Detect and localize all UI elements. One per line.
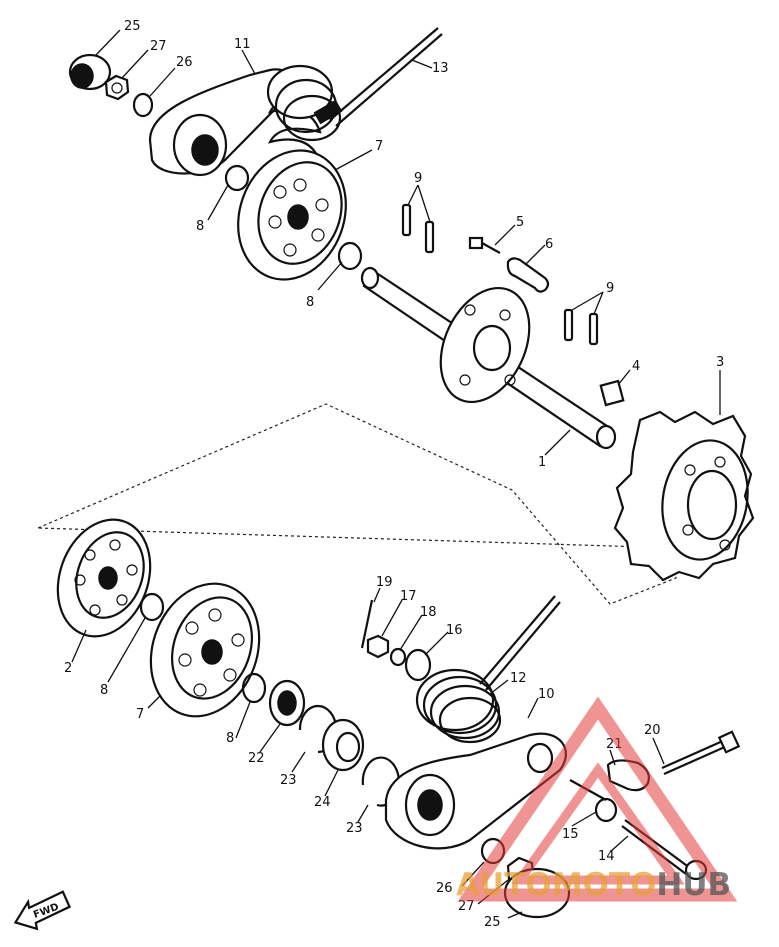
callout-19: 19 — [376, 575, 393, 590]
callout-25-top: 25 — [124, 19, 141, 34]
callout-16: 16 — [446, 623, 463, 638]
callout-20: 20 — [644, 723, 661, 738]
callout-25-bottom: 25 — [484, 915, 501, 930]
wheel-2 — [56, 518, 152, 638]
spring-coil-top — [266, 64, 343, 163]
watermark-text-auto: AUTO — [456, 867, 552, 903]
nut-27-top — [104, 74, 130, 101]
leader-lines — [71, 29, 721, 919]
drive-sprocket-3 — [613, 410, 755, 582]
tensioner-arm-11 — [148, 68, 295, 177]
cap-25-top — [68, 53, 112, 91]
automotohub-watermark: AUTOMOTOHUB — [456, 696, 738, 903]
callout-5: 5 — [516, 215, 524, 230]
callout-9-a: 9 — [414, 171, 422, 186]
callout-7-bottom: 7 — [136, 707, 144, 722]
callout-8-c: 8 — [100, 683, 108, 698]
collar-4 — [599, 379, 625, 407]
callout-22: 22 — [248, 751, 265, 766]
spring-12 — [415, 595, 561, 744]
idler-wheel-7-bottom — [149, 582, 261, 718]
callout-26-top: 26 — [176, 55, 193, 70]
rod-13 — [329, 27, 439, 121]
callout-17: 17 — [400, 589, 417, 604]
callout-27-bottom: 27 — [458, 899, 475, 914]
callout-8-b: 8 — [306, 295, 314, 310]
washer-8-c — [139, 592, 165, 622]
callout-13: 13 — [432, 61, 449, 76]
callout-27-top: 27 — [150, 39, 167, 54]
callout-3: 3 — [716, 355, 724, 370]
watermark-text-moto: MOTO — [552, 867, 657, 903]
bushing-15 — [569, 779, 618, 823]
watermark-triangle-icon — [457, 696, 738, 902]
forward-arrow-icon: FWD — [13, 890, 71, 931]
washer-8-b — [337, 241, 363, 271]
screw-19 — [360, 599, 374, 649]
bolt-20 — [661, 730, 741, 776]
bearing-24 — [321, 718, 365, 772]
callout-26-bottom: 26 — [436, 881, 453, 896]
callout-6: 6 — [545, 237, 553, 252]
callout-2: 2 — [64, 661, 72, 676]
pins-9-a — [401, 203, 435, 254]
callout-14: 14 — [598, 849, 615, 864]
callout-23-a: 23 — [280, 773, 297, 788]
callout-11: 11 — [234, 37, 251, 52]
svg-text:AUTOMOTOHUB: AUTOMOTOHUB — [456, 867, 731, 903]
idler-wheel-7-top — [237, 149, 347, 281]
washer-8-d — [241, 672, 267, 704]
callout-4: 4 — [632, 359, 640, 374]
callout-23-b: 23 — [346, 821, 363, 836]
callout-8-a: 8 — [196, 219, 204, 234]
callout-12: 12 — [510, 671, 527, 686]
callout-8-d: 8 — [226, 731, 234, 746]
bolt-5 — [468, 236, 501, 254]
tensioner-arm-10 — [384, 732, 567, 850]
nut-17 — [366, 634, 390, 659]
washer-26-top — [132, 92, 154, 118]
callout-1: 1 — [538, 455, 546, 470]
callout-10: 10 — [538, 687, 555, 702]
callout-7-top: 7 — [375, 139, 383, 154]
bracket-6 — [506, 257, 550, 293]
washer-18 — [389, 647, 407, 667]
callout-9-b: 9 — [606, 281, 614, 296]
pins-9-b — [563, 308, 599, 346]
callout-24: 24 — [314, 795, 331, 810]
washer-8-a — [224, 164, 250, 192]
washer-16 — [404, 648, 432, 682]
shaft-flange — [439, 286, 531, 404]
callout-18: 18 — [420, 605, 437, 620]
callout-15: 15 — [562, 827, 579, 842]
watermark-text-hub: HUB — [656, 867, 731, 903]
bearing-22 — [268, 679, 306, 727]
callout-labels: 25 27 26 11 13 7 8 9 5 6 8 9 4 3 1 2 8 7… — [64, 19, 724, 930]
